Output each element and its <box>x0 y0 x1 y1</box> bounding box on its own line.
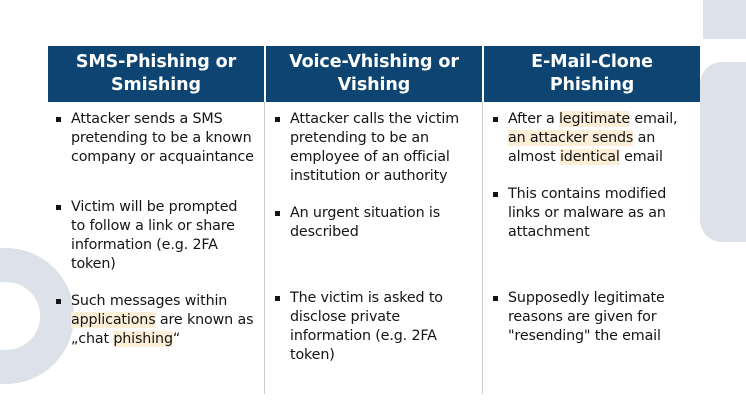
bullet-square-icon <box>275 117 280 122</box>
highlighted-text: an attacker sends <box>508 130 634 146</box>
plain-text: email <box>619 149 663 165</box>
list-item-text: Supposedly legitimate reasons are given … <box>508 290 665 344</box>
plain-text: email, <box>629 111 678 127</box>
list-item: After a legitimate email, an attacker se… <box>491 110 690 167</box>
plain-text: This contains modified links or malware … <box>508 186 667 240</box>
column-body-voice-vishing: Attacker calls the victim pretending to … <box>264 102 482 394</box>
bullet-square-icon <box>56 205 61 210</box>
plain-text: are known as „chat <box>71 312 254 347</box>
highlighted-text: phishing <box>113 331 173 347</box>
plain-text: “ <box>172 331 181 347</box>
bullet-list-sms-phishing: Attacker sends a SMS pretending to be a … <box>54 110 254 349</box>
bullet-list-voice-vishing: Attacker calls the victim pretending to … <box>273 110 472 365</box>
list-item: Victim will be prompted to follow a link… <box>54 198 254 274</box>
bullet-list-email-clone-phishing: After a legitimate email, an attacker se… <box>491 110 690 346</box>
list-item: Supposedly legitimate reasons are given … <box>491 289 690 346</box>
list-item: Attacker sends a SMS pretending to be a … <box>54 110 254 167</box>
list-item-text: Attacker sends a SMS pretending to be a … <box>71 111 254 165</box>
list-item: Attacker calls the victim pretending to … <box>273 110 472 186</box>
column-body-sms-phishing: Attacker sends a SMS pretending to be a … <box>48 102 264 394</box>
bullet-square-icon <box>56 299 61 304</box>
list-item-text: The victim is asked to disclose private … <box>290 290 443 363</box>
bullet-square-icon <box>493 296 498 301</box>
column-header-email-clone-phishing: E-Mail-Clone Phishing <box>484 46 700 102</box>
bullet-square-icon <box>275 211 280 216</box>
decorative-rect-top <box>703 0 746 39</box>
plain-text: an almost <box>508 130 656 165</box>
bullet-square-icon <box>275 296 280 301</box>
table-columns: SMS-Phishing or Smishing Attacker sends … <box>48 46 700 394</box>
plain-text: Such messages within <box>71 293 228 309</box>
list-item: An urgent situation is described <box>273 204 472 242</box>
decorative-rect-bottom <box>700 62 746 242</box>
plain-text: Supposedly legitimate reasons are given … <box>508 290 665 344</box>
list-item-text: Victim will be prompted to follow a link… <box>71 199 237 272</box>
bullet-square-icon <box>493 192 498 197</box>
highlighted-text: applications <box>71 312 156 328</box>
plain-text: The victim is asked to disclose private … <box>290 290 443 363</box>
table-column-email-clone-phishing: E-Mail-Clone Phishing After a legitimate… <box>482 46 700 394</box>
plain-text: An urgent situation is described <box>290 205 441 240</box>
list-item-text: Such messages within applications are kn… <box>71 293 254 347</box>
plain-text: Victim will be prompted to follow a link… <box>71 199 238 272</box>
list-item: This contains modified links or malware … <box>491 185 690 242</box>
column-header-voice-vishing: Voice-Vhishing or Vishing <box>266 46 482 102</box>
list-item-text: An urgent situation is described <box>290 205 440 240</box>
list-item-text: After a legitimate email, an attacker se… <box>508 111 678 165</box>
table-column-sms-phishing: SMS-Phishing or Smishing Attacker sends … <box>48 46 264 394</box>
plain-text: Attacker calls the victim pretending to … <box>290 111 459 184</box>
bullet-square-icon <box>56 117 61 122</box>
list-item-text: Attacker calls the victim pretending to … <box>290 111 459 184</box>
table-column-voice-vishing: Voice-Vhishing or Vishing Attacker calls… <box>264 46 482 394</box>
column-body-email-clone-phishing: After a legitimate email, an attacker se… <box>482 102 700 394</box>
list-item: The victim is asked to disclose private … <box>273 289 472 365</box>
highlighted-text: legitimate <box>558 111 630 127</box>
list-item: Such messages within applications are kn… <box>54 292 254 349</box>
highlighted-text: identical <box>559 149 620 165</box>
list-item-text: This contains modified links or malware … <box>508 186 666 240</box>
plain-text: Attacker sends a SMS pretending to be a … <box>71 111 254 165</box>
column-header-sms-phishing: SMS-Phishing or Smishing <box>48 46 264 102</box>
comparison-table: SMS-Phishing or Smishing Attacker sends … <box>48 46 700 394</box>
bullet-square-icon <box>493 117 498 122</box>
plain-text: After a <box>508 111 559 127</box>
